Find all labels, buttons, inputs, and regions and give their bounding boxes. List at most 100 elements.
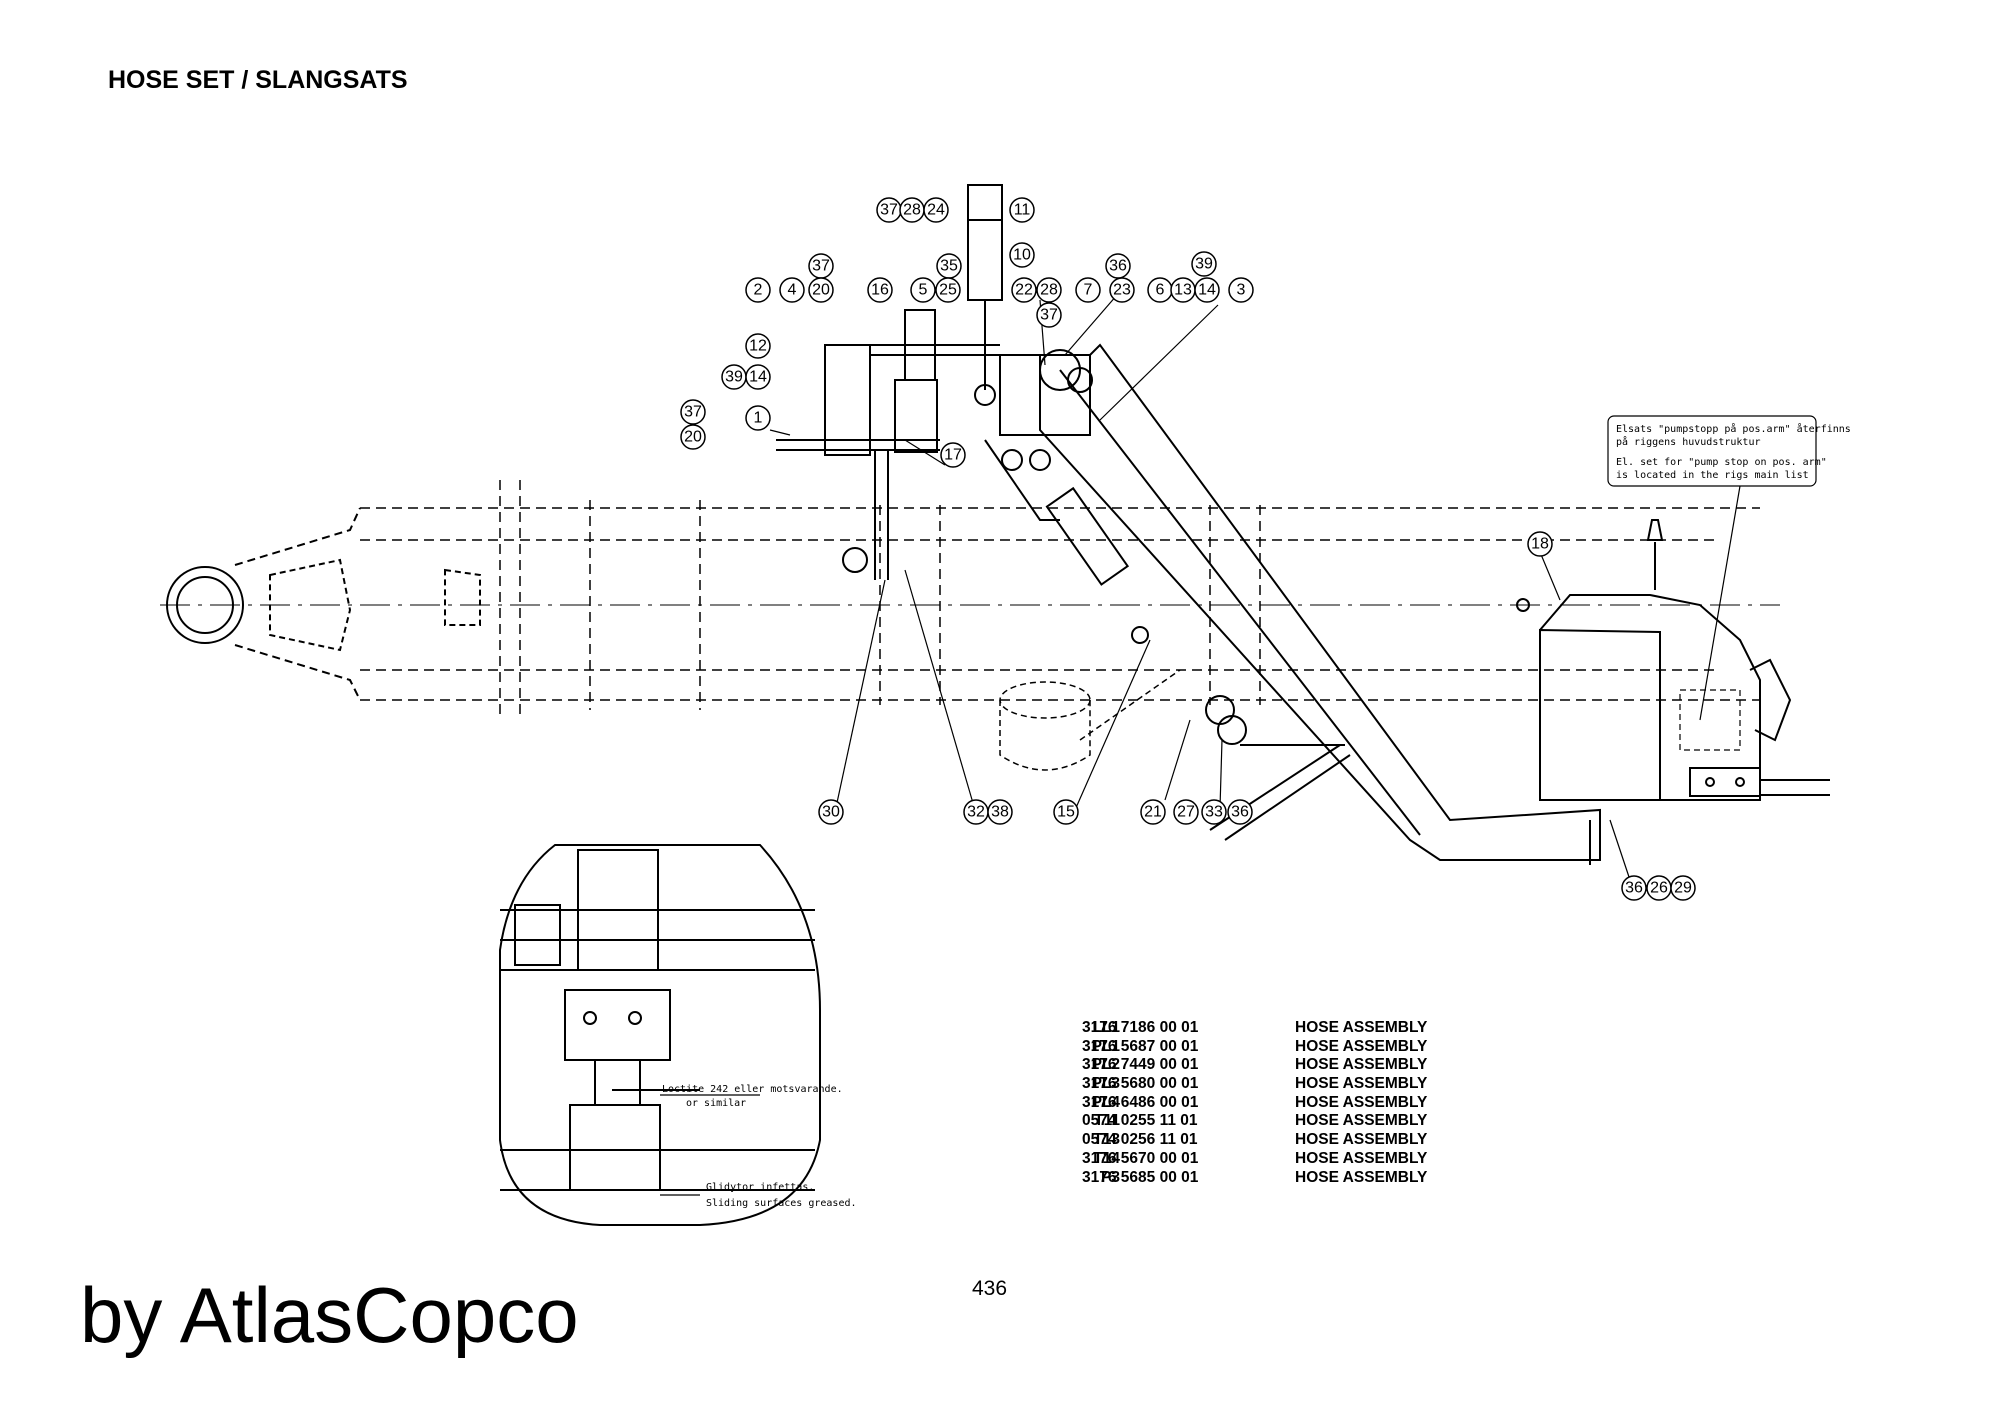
svg-text:36: 36 bbox=[1231, 804, 1249, 821]
svg-text:26: 26 bbox=[1650, 880, 1668, 897]
svg-text:36: 36 bbox=[1625, 880, 1643, 897]
svg-text:38: 38 bbox=[991, 804, 1009, 821]
svg-text:6: 6 bbox=[1156, 282, 1165, 299]
part-number: 3176 5685 00 01 bbox=[1082, 1168, 1199, 1186]
svg-text:35: 35 bbox=[940, 258, 958, 275]
svg-text:14: 14 bbox=[1198, 282, 1216, 299]
svg-text:7: 7 bbox=[1084, 282, 1093, 299]
part-code: LL1 bbox=[1092, 1019, 1120, 1036]
svg-text:25: 25 bbox=[939, 282, 957, 299]
svg-text:11: 11 bbox=[1014, 202, 1031, 219]
svg-text:37: 37 bbox=[684, 404, 702, 421]
part-code: T14 bbox=[1093, 1149, 1120, 1167]
callout: 36 bbox=[1227, 799, 1253, 825]
callout: 23 bbox=[1109, 277, 1135, 303]
svg-text:23: 23 bbox=[1113, 282, 1131, 299]
callout: 6 bbox=[1147, 277, 1173, 303]
svg-text:22: 22 bbox=[1015, 282, 1033, 299]
boom-outline bbox=[160, 480, 1780, 720]
svg-text:32: 32 bbox=[967, 804, 985, 821]
callout: 2 bbox=[745, 277, 771, 303]
callout: 28 bbox=[899, 197, 925, 223]
part-description: HOSE ASSEMBLY bbox=[1295, 1037, 1428, 1055]
part-description: HOSE ASSEMBLY bbox=[1295, 1056, 1428, 1074]
svg-text:12: 12 bbox=[749, 338, 767, 355]
callout: 24 bbox=[923, 197, 949, 223]
callout: 39 bbox=[721, 364, 747, 390]
callout: 14 bbox=[1194, 277, 1220, 303]
callout: 39 bbox=[1191, 251, 1217, 277]
callout: 1 bbox=[745, 405, 771, 431]
callout: 37 bbox=[808, 253, 834, 279]
callout: 27 bbox=[1173, 799, 1199, 825]
svg-text:20: 20 bbox=[684, 429, 702, 446]
svg-text:3: 3 bbox=[1237, 282, 1246, 299]
callout: 37 bbox=[680, 399, 706, 425]
detail-view bbox=[499, 844, 821, 1226]
part-description: HOSE ASSEMBLY bbox=[1295, 1168, 1428, 1186]
positioner-arm bbox=[1001, 343, 1601, 861]
loctite-note-line-2: or similar bbox=[686, 1098, 746, 1109]
part-description: HOSE ASSEMBLY bbox=[1295, 1019, 1428, 1036]
callout: 20 bbox=[808, 277, 834, 303]
callout: 37 bbox=[876, 197, 902, 223]
brand-caption: by AtlasCopco bbox=[80, 1271, 579, 1359]
part-description: HOSE ASSEMBLY bbox=[1295, 1075, 1428, 1093]
callout: 22 bbox=[1011, 277, 1037, 303]
grease-note-line-1: Glidytor infettas. bbox=[706, 1182, 814, 1193]
loctite-note-line-1: Loctite 242 eller motsvarande. bbox=[662, 1084, 843, 1095]
boom-head bbox=[166, 507, 481, 701]
svg-text:33: 33 bbox=[1205, 804, 1223, 821]
callout: 15 bbox=[1053, 799, 1079, 825]
svg-text:10: 10 bbox=[1013, 247, 1031, 264]
callout: 36 bbox=[1105, 253, 1131, 279]
part-number: 0574 0255 11 01 bbox=[1082, 1112, 1198, 1130]
callout: 35 bbox=[936, 253, 962, 279]
boom-cylinder bbox=[999, 669, 1181, 771]
svg-text:5: 5 bbox=[919, 282, 928, 299]
svg-text:15: 15 bbox=[1057, 804, 1075, 821]
pump-box bbox=[1516, 519, 1830, 865]
part-description: HOSE ASSEMBLY bbox=[1295, 1149, 1428, 1167]
callout: 33 bbox=[1201, 799, 1227, 825]
part-code: PL1 bbox=[1091, 1037, 1120, 1055]
part-number: 3176 5680 00 01 bbox=[1082, 1075, 1199, 1093]
callout: 32 bbox=[963, 799, 989, 825]
callout: 3 bbox=[1228, 277, 1254, 303]
callout: 21 bbox=[1140, 799, 1166, 825]
svg-text:18: 18 bbox=[1531, 536, 1549, 553]
svg-text:39: 39 bbox=[1195, 256, 1213, 273]
svg-text:21: 21 bbox=[1144, 804, 1162, 821]
part-number: 3176 5670 00 01 bbox=[1082, 1149, 1199, 1167]
callout: 7 bbox=[1075, 277, 1101, 303]
pump-stop-note-line-1: Elsats "pumpstopp på pos.arm" återfinns bbox=[1616, 422, 1851, 435]
callout: 37 bbox=[1036, 302, 1062, 328]
page-number: 436 bbox=[972, 1277, 1008, 1300]
callout: 16 bbox=[867, 277, 893, 303]
callout: 38 bbox=[987, 799, 1013, 825]
part-number: 3176 7186 00 01 bbox=[1082, 1019, 1199, 1036]
part-code: T13 bbox=[1093, 1131, 1120, 1149]
callout: 10 bbox=[1009, 242, 1035, 268]
svg-text:16: 16 bbox=[871, 282, 889, 299]
svg-text:37: 37 bbox=[880, 202, 898, 219]
callout: 18 bbox=[1527, 531, 1553, 557]
part-code: T11 bbox=[1094, 1112, 1120, 1130]
part-description: HOSE ASSEMBLY bbox=[1295, 1093, 1428, 1111]
svg-text:28: 28 bbox=[1040, 282, 1058, 299]
page-title: HOSE SET / SLANGSATS bbox=[108, 66, 408, 94]
svg-text:4: 4 bbox=[788, 282, 797, 299]
part-number: 3176 6486 00 01 bbox=[1082, 1093, 1199, 1111]
svg-text:2: 2 bbox=[754, 282, 763, 299]
pump-stop-note-box bbox=[1607, 415, 1817, 487]
callout: 4 bbox=[779, 277, 805, 303]
part-code: PL3 bbox=[1091, 1075, 1120, 1093]
svg-text:28: 28 bbox=[903, 202, 921, 219]
callout: 14 bbox=[745, 364, 771, 390]
svg-text:20: 20 bbox=[812, 282, 830, 299]
svg-text:24: 24 bbox=[927, 202, 945, 219]
svg-text:39: 39 bbox=[725, 369, 743, 386]
svg-text:37: 37 bbox=[812, 258, 830, 275]
callout: 11 bbox=[1009, 197, 1035, 223]
